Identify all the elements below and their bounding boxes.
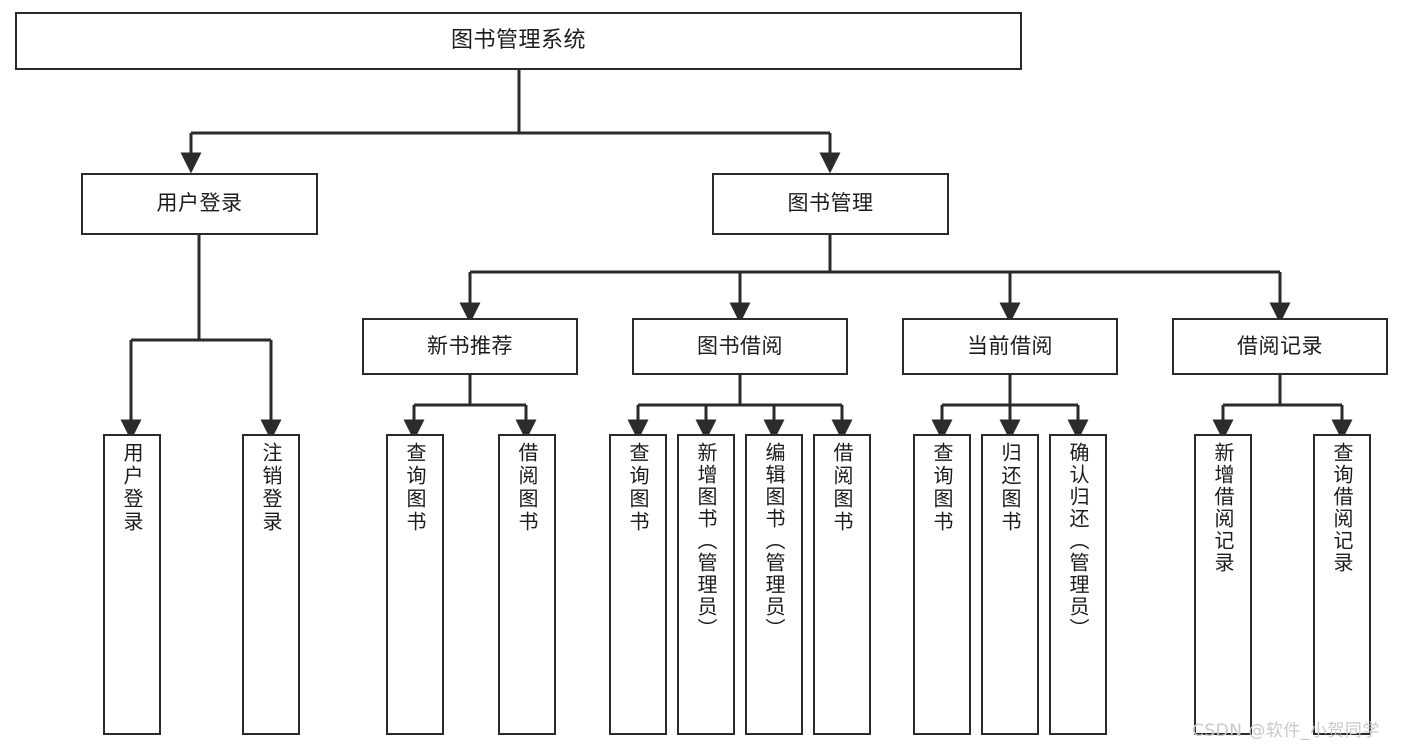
node-label: 查询图书 [403, 442, 427, 534]
leaf-add-book-admin[interactable]: 新增图书（管理员） [677, 434, 735, 735]
node-label: 新增图书（管理员） [694, 442, 718, 640]
node-label: 图书管理系统 [450, 28, 586, 54]
node-label: 注销登录 [259, 442, 283, 534]
node-label: 编辑图书（管理员） [762, 442, 786, 640]
node-label: 查询图书 [626, 442, 650, 534]
node-label: 用户登录 [120, 442, 144, 534]
leaf-add-borrow-record[interactable]: 新增借阅记录 [1194, 434, 1252, 735]
node-label: 当前借阅 [967, 333, 1053, 358]
csdn-watermark: CSDN @软件_小贺同学 [1192, 721, 1380, 741]
node-label: 查询图书 [930, 442, 954, 534]
leaf-user-logout[interactable]: 注销登录 [242, 434, 300, 735]
node-label: 确认归还（管理员） [1066, 442, 1090, 640]
leaf-return-book[interactable]: 归还图书 [981, 434, 1039, 735]
leaf-query-book-current[interactable]: 查询图书 [913, 434, 971, 735]
node-label: 新书推荐 [427, 333, 513, 358]
leaf-edit-book-admin[interactable]: 编辑图书（管理员） [745, 434, 803, 735]
node-label: 图书借阅 [697, 333, 783, 358]
node-book-borrow[interactable]: 图书借阅 [632, 318, 848, 375]
node-label: 借阅图书 [830, 442, 854, 534]
node-label: 用户登录 [156, 191, 243, 216]
leaf-query-book-borrow[interactable]: 查询图书 [609, 434, 667, 735]
leaf-query-borrow-record[interactable]: 查询借阅记录 [1313, 434, 1371, 735]
node-book-management[interactable]: 图书管理 [712, 173, 949, 235]
node-root-system[interactable]: 图书管理系统 [15, 12, 1022, 70]
leaf-borrow-book[interactable]: 借阅图书 [813, 434, 871, 735]
node-label: 查询借阅记录 [1330, 442, 1354, 574]
node-label: 归还图书 [998, 442, 1022, 534]
leaf-query-book-recommend[interactable]: 查询图书 [386, 434, 444, 735]
node-borrow-record[interactable]: 借阅记录 [1172, 318, 1388, 375]
node-current-borrow[interactable]: 当前借阅 [902, 318, 1118, 375]
node-user-login[interactable]: 用户登录 [81, 173, 318, 235]
node-label: 借阅记录 [1237, 333, 1323, 358]
leaf-user-login[interactable]: 用户登录 [103, 434, 161, 735]
node-label: 图书管理 [787, 191, 874, 216]
node-new-book-recommend[interactable]: 新书推荐 [362, 318, 578, 375]
node-label: 借阅图书 [515, 442, 539, 534]
leaf-confirm-return-admin[interactable]: 确认归还（管理员） [1049, 434, 1107, 735]
leaf-borrow-book-recommend[interactable]: 借阅图书 [498, 434, 556, 735]
node-label: 新增借阅记录 [1211, 442, 1235, 574]
